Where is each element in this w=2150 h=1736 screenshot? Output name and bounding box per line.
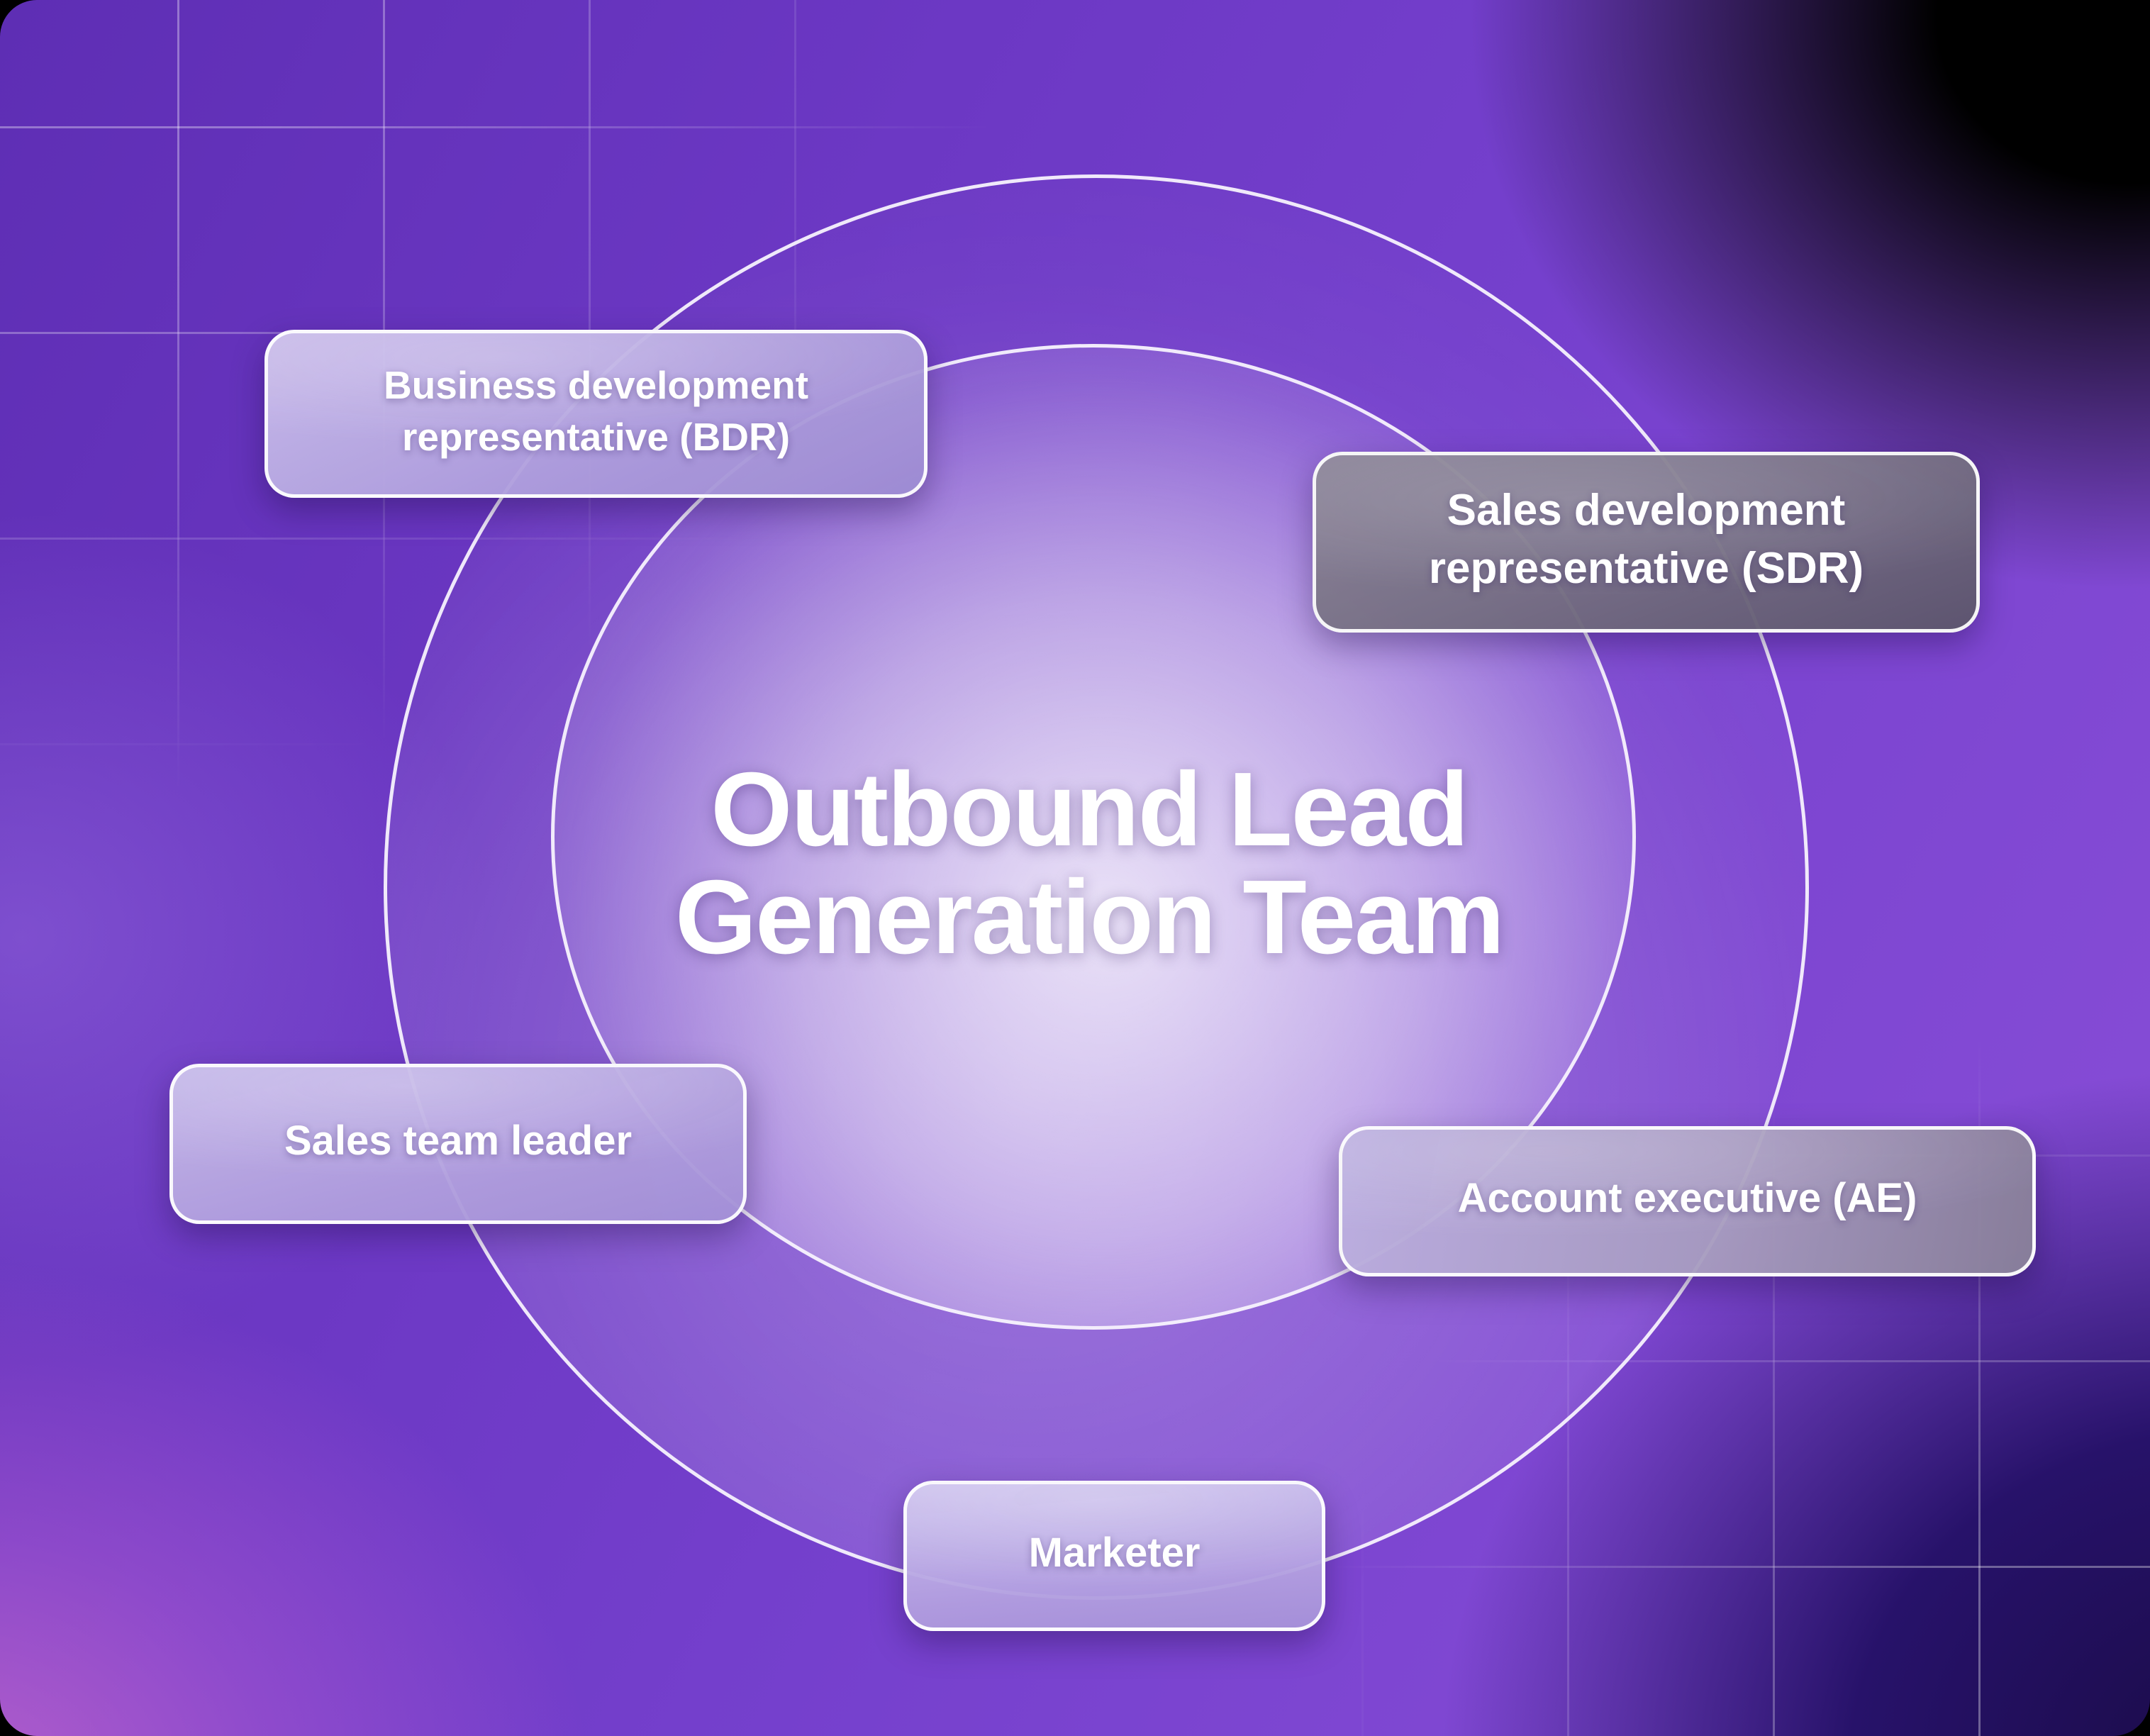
role-card-marketer-label: Marketer — [1028, 1529, 1201, 1576]
role-card-bdr-label: Business development representative (BDR… — [383, 362, 809, 459]
role-card-sdr-label: Sales development representative (SDR) — [1428, 485, 1864, 593]
role-card-marketer: Marketer — [903, 1481, 1325, 1631]
role-card-bdr: Business development representative (BDR… — [264, 330, 928, 498]
role-card-sales-team-leader-label: Sales team leader — [284, 1117, 633, 1164]
role-card-sales-team-leader: Sales team leader — [169, 1064, 747, 1224]
role-card-account-executive: Account executive (AE) — [1339, 1126, 2036, 1276]
diagram-title: Outbound Lead Generation Team — [543, 756, 1635, 972]
role-card-account-executive-label: Account executive (AE) — [1457, 1174, 1917, 1221]
title-line-1: Outbound Lead — [711, 751, 1469, 868]
role-card-sdr: Sales development representative (SDR) — [1313, 452, 1980, 633]
title-line-2: Generation Team — [674, 859, 1505, 976]
